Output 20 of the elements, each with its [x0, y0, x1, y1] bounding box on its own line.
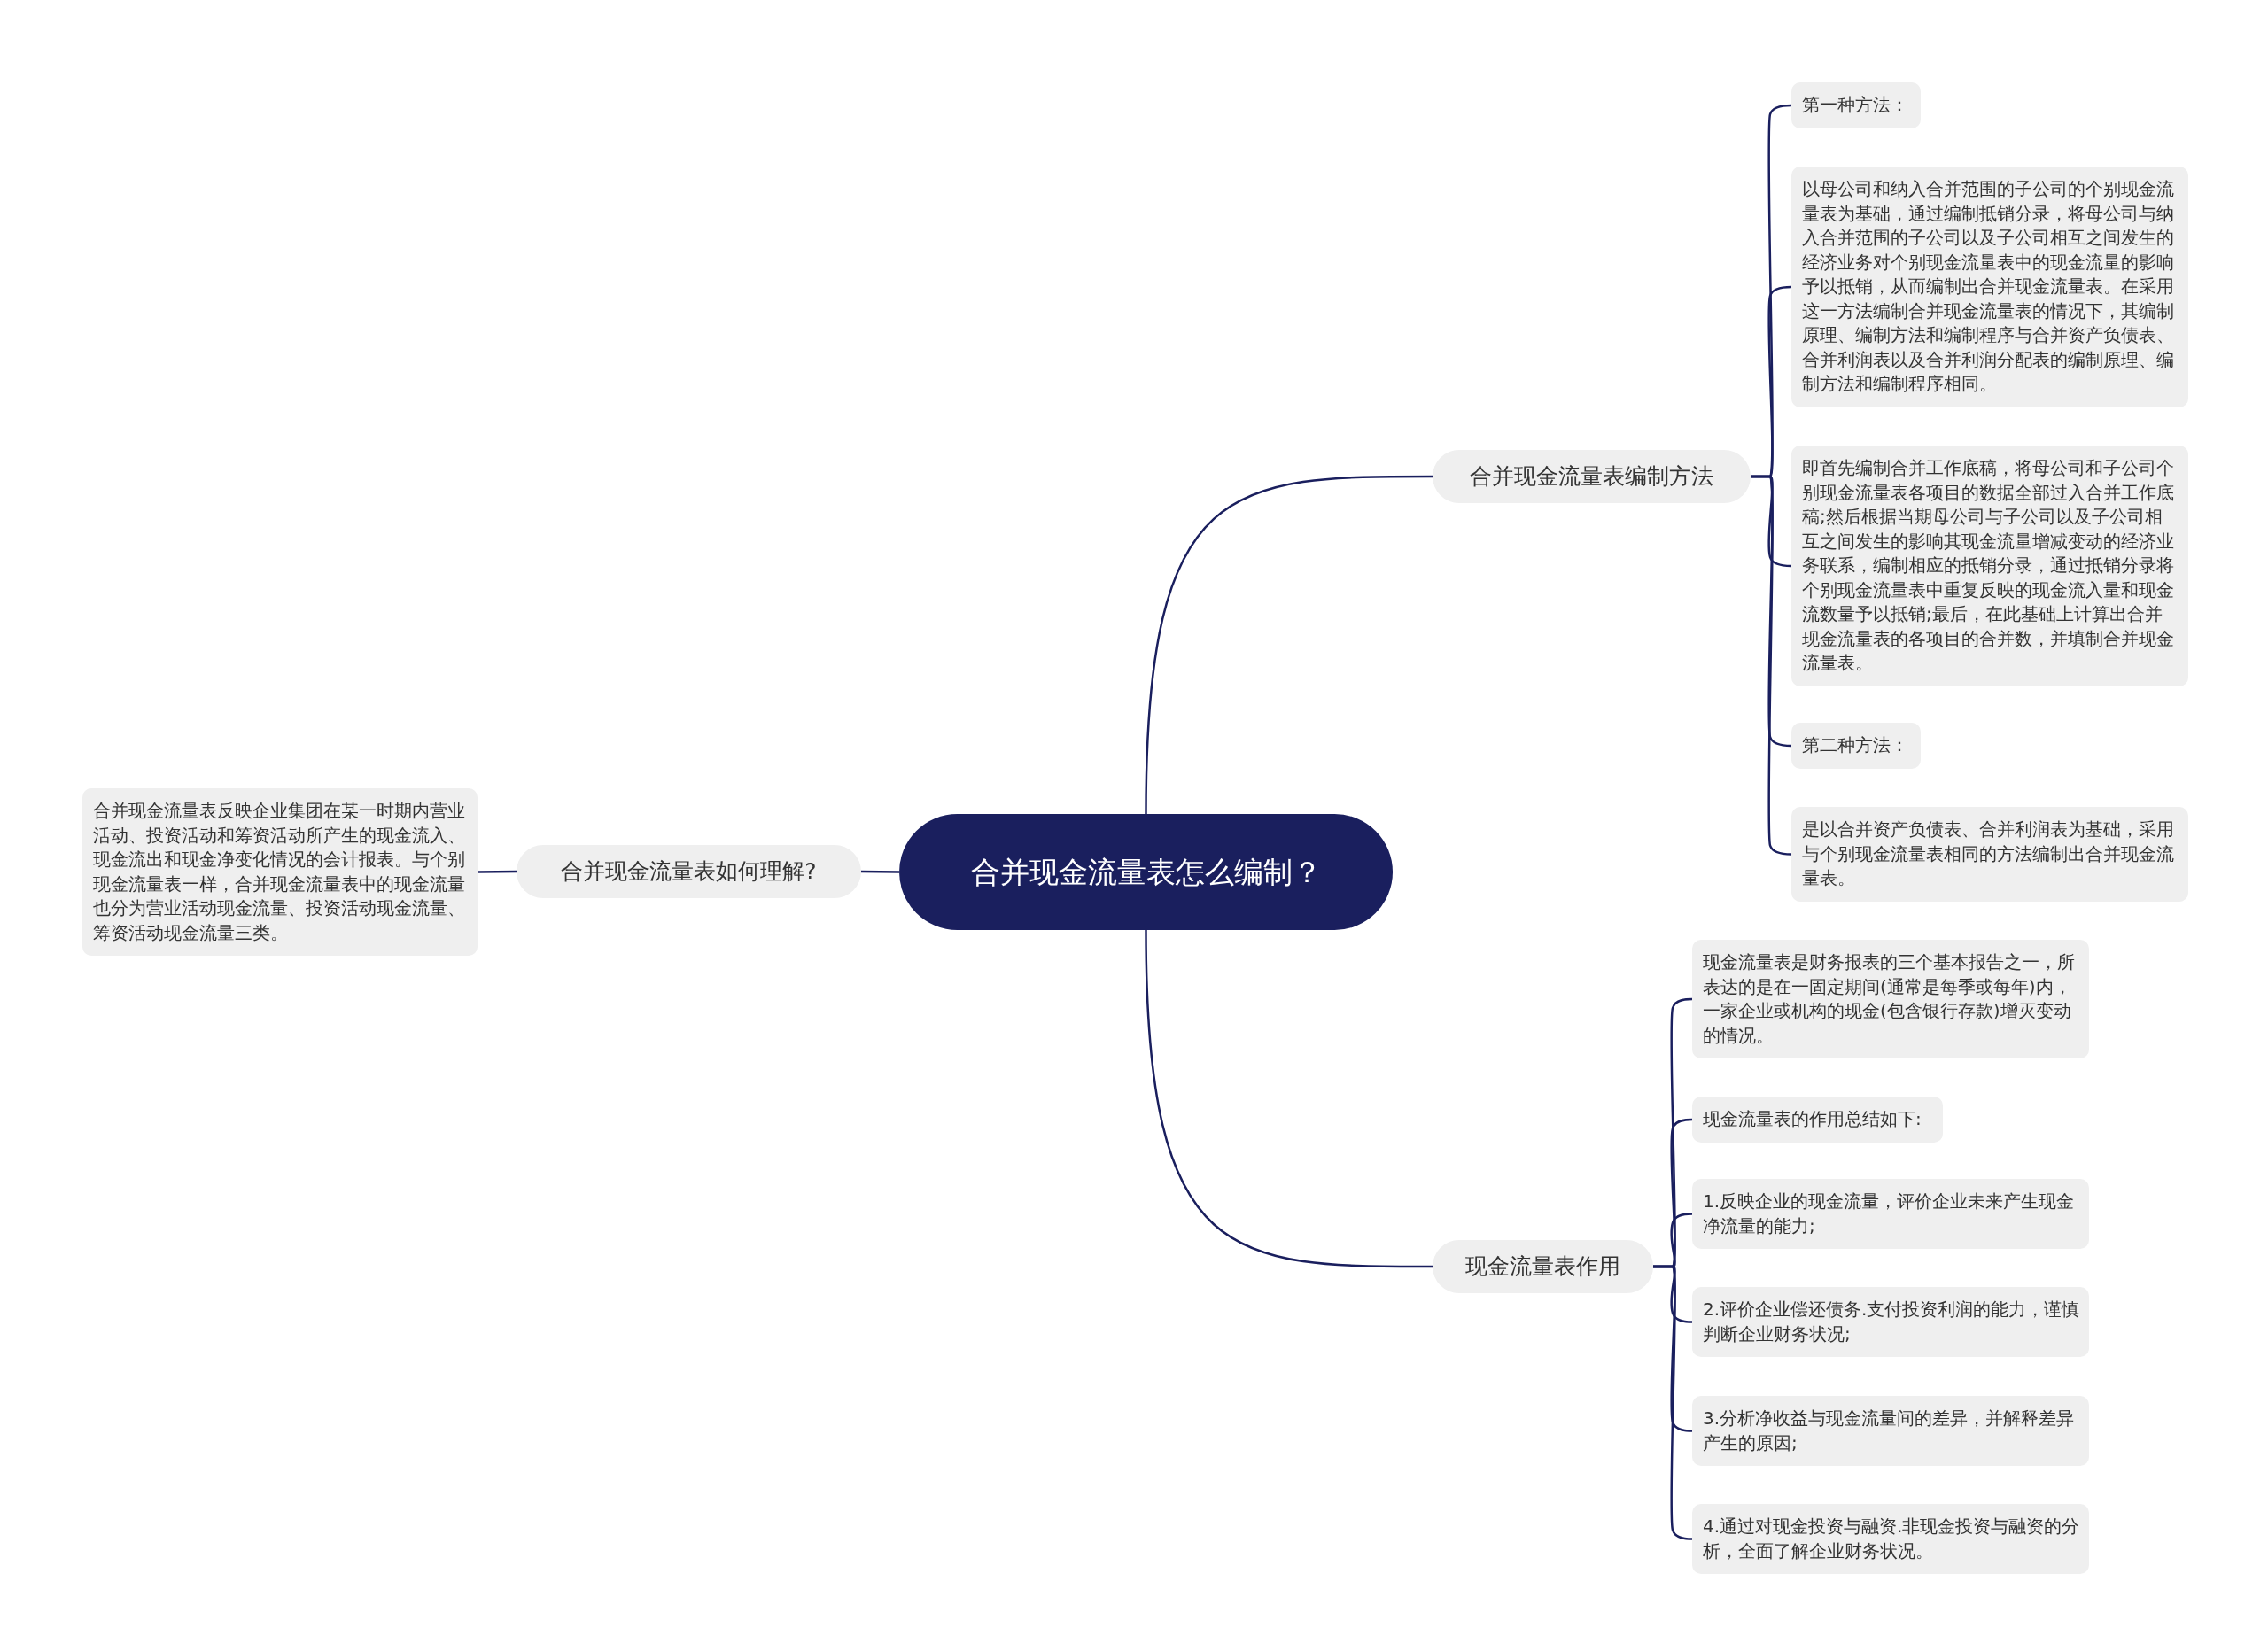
- subtopic-box: 是以合并资产负债表、合并利润表为基础，采用与个别现金流量表相同的方法编制出合并现金流量表。: [1791, 807, 2188, 902]
- topic-box: 合并现金流量表如何理解?: [517, 845, 861, 898]
- connector: [861, 870, 899, 873]
- subtopic-box: 现金流量表是财务报表的三个基本报告之一，所表达的是在一固定期间(通常是每季或每年)内，一家企业或机构的现金(包含银行存款)增灭变动的情况。: [1692, 940, 2089, 1058]
- topic-box: 现金流量表作用: [1433, 1240, 1653, 1293]
- subtopic-box: 第一种方法：: [1791, 82, 1921, 128]
- connector: [1145, 475, 1433, 815]
- subtopic-box: 第二种方法：: [1791, 723, 1921, 769]
- subtopic-box: 1.反映企业的现金流量，评价企业未来产生现金净流量的能力;: [1692, 1179, 2089, 1249]
- connector: [478, 870, 517, 873]
- topic-box: 合并现金流量表编制方法: [1433, 450, 1751, 503]
- subtopic-box: 2.评价企业偿还债务.支付投资利润的能力，谨慎判断企业财务状况;: [1692, 1287, 2089, 1357]
- central-topic: 合并现金流量表怎么编制？: [899, 814, 1393, 930]
- subtopic-box: 3.分析净收益与现金流量间的差异，并解释差异产生的原因;: [1692, 1396, 2089, 1466]
- subtopic-box: 现金流量表的作用总结如下:: [1692, 1097, 1943, 1143]
- subtopic-box: 合并现金流量表反映企业集团在某一时期内营业活动、投资活动和筹资活动所产生的现金流入、现金流出和现金净变化情况的会计报表。与个别现金流量表一样，合并现金流量表中的现金流量也分为营业活动现金流量、投资活动现金流量、筹资活动现金流量三类。: [82, 788, 478, 956]
- subtopic-box: 即首先编制合并工作底稿，将母公司和子公司个别现金流量表各项目的数据全部过入合并工作底稿;然后根据当期母公司与子公司以及子公司相互之间发生的影响其现金流量增减变动的经济业务联系，编制相应的抵销分录，通过抵销分录将个别现金流量表中重复反映的现金流入量和现金流数量予以抵销;最后，在此基础上计算出合并现金流量表的各项目的合并数，并填制合并现金流量表。: [1791, 446, 2188, 686]
- subtopic-box: 以母公司和纳入合并范围的子公司的个别现金流量表为基础，通过编制抵销分录，将母公司与纳入合并范围的子公司以及子公司相互之间发生的经济业务对个别现金流量表中的现金流量的影响予以抵销，从而编制出合并现金流量表。在采用这一方法编制合并现金流量表的情况下，其编制原理、编制方法和编制程序与合并资产负债表、合并利润表以及合并利润分配表的编制原理、编制方法和编制程序相同。: [1791, 167, 2188, 407]
- subtopic-box: 4.通过对现金投资与融资.非现金投资与融资的分析，全面了解企业财务状况。: [1692, 1504, 2089, 1574]
- connector: [1145, 929, 1433, 1268]
